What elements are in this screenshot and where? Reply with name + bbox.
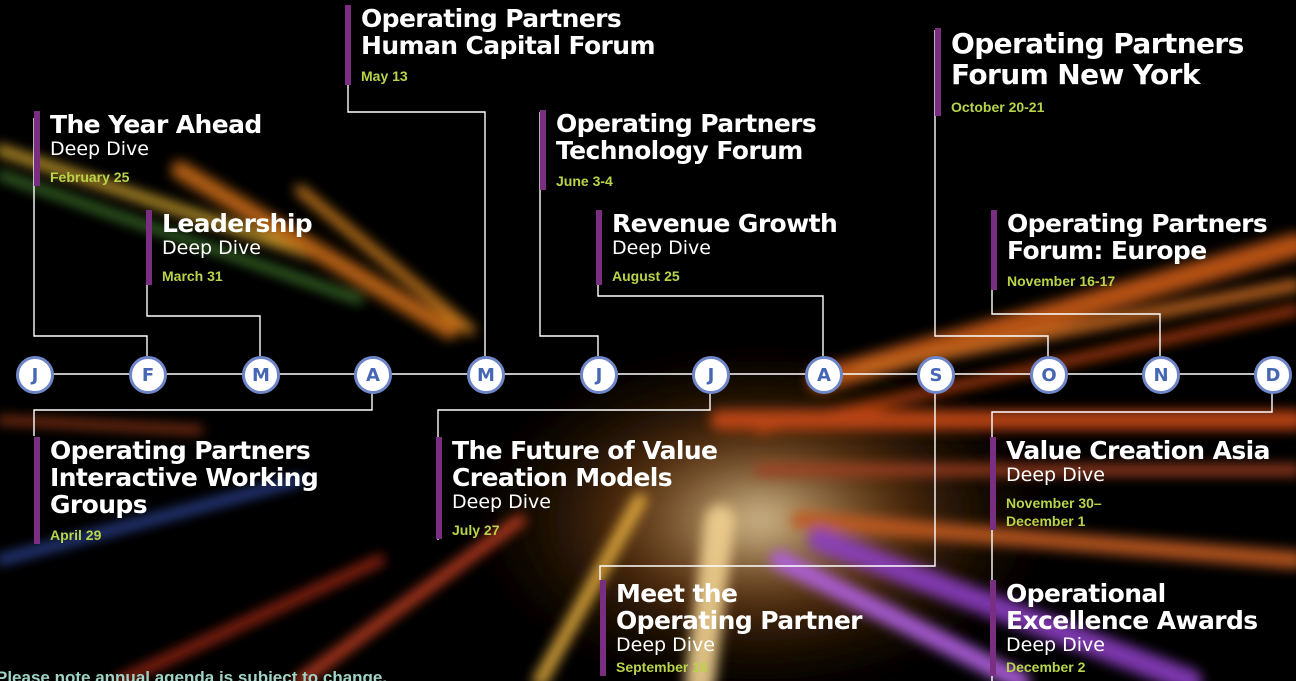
month-circle-apr: A <box>354 356 392 394</box>
month-circle-jun: J <box>580 356 618 394</box>
event-title: Operating Partners Human Capital Forum <box>361 4 656 60</box>
event-subtitle: Deep Dive <box>616 634 715 656</box>
event-title: Leadership <box>162 209 313 238</box>
event-date: August 25 <box>612 268 680 284</box>
event-year-ahead: The Year Ahead Deep Dive February 25 <box>34 111 262 186</box>
connector-working-groups <box>33 392 373 436</box>
event-title: Revenue Growth <box>612 209 838 238</box>
event-title: Operating Partners Interactive Working G… <box>50 436 319 519</box>
event-human-capital-forum: Operating Partners Human Capital Forum M… <box>345 4 656 85</box>
event-subtitle: Deep Dive <box>1006 464 1105 486</box>
event-future-of-value-creation: The Future of Value Creation Models Deep… <box>436 436 718 539</box>
connector-asia-awards <box>991 392 1273 681</box>
event-date: November 16-17 <box>1007 273 1116 289</box>
event-date: December 2 <box>1006 659 1086 675</box>
event-title: Meet the Operating Partner <box>616 579 863 635</box>
month-circle-mar: M <box>242 356 280 394</box>
agenda-change-note: Please note annual agenda is subject to … <box>0 668 388 681</box>
month-circle-jul: J <box>692 356 730 394</box>
event-operational-excellence-awards: Operational Excellence Awards Deep Dive … <box>990 580 1258 676</box>
event-subtitle: Deep Dive <box>162 237 261 259</box>
event-date: October 20-21 <box>951 99 1045 115</box>
event-date: March 31 <box>162 268 223 284</box>
event-date: November 30– December 1 <box>1006 495 1102 529</box>
event-technology-forum: Operating Partners Technology Forum June… <box>540 109 817 190</box>
month-circle-feb: F <box>129 356 167 394</box>
event-subtitle: Deep Dive <box>50 138 149 160</box>
event-forum-new-york: Operating Partners Forum New York Octobe… <box>935 28 1244 116</box>
connector-year-ahead <box>33 118 148 356</box>
event-subtitle: Deep Dive <box>1006 634 1105 656</box>
event-title: Operating Partners Forum: Europe <box>1007 209 1268 265</box>
event-title: Operating Partners Technology Forum <box>556 109 817 165</box>
month-circle-nov: N <box>1142 356 1180 394</box>
month-circle-aug: A <box>805 356 843 394</box>
month-circle-may: M <box>467 356 505 394</box>
event-meet-operating-partner: Meet the Operating Partner Deep Dive Sep… <box>600 579 863 676</box>
event-title: Value Creation Asia <box>1006 436 1270 465</box>
connector-technology <box>539 112 599 356</box>
event-title: Operational Excellence Awards <box>1006 579 1258 635</box>
event-date: June 3-4 <box>556 173 613 189</box>
event-date: September 16 <box>616 659 708 675</box>
event-date: May 13 <box>361 68 408 84</box>
month-circle-oct: O <box>1030 356 1068 394</box>
event-leadership: Leadership Deep Dive March 31 <box>146 209 313 285</box>
event-subtitle: Deep Dive <box>612 237 711 259</box>
month-circle-dec: D <box>1254 356 1292 394</box>
connector-meet-operating-partner <box>599 392 936 580</box>
event-date: April 29 <box>50 527 102 543</box>
event-date: February 25 <box>50 169 130 185</box>
event-value-creation-asia: Value Creation Asia Deep Dive November 3… <box>990 437 1270 530</box>
event-revenue-growth: Revenue Growth Deep Dive August 25 <box>596 209 838 285</box>
event-title: The Future of Value Creation Models <box>452 436 718 492</box>
event-date: July 27 <box>452 522 500 538</box>
event-title: The Year Ahead <box>50 110 262 139</box>
event-subtitle: Deep Dive <box>452 491 551 513</box>
event-title: Operating Partners Forum New York <box>951 27 1244 91</box>
event-interactive-working-groups: Operating Partners Interactive Working G… <box>34 436 319 544</box>
connector-new-york <box>934 30 1049 356</box>
event-forum-europe: Operating Partners Forum: Europe Novembe… <box>991 209 1268 290</box>
month-circle-sep: S <box>917 356 955 394</box>
month-circle-jan: J <box>16 356 54 394</box>
